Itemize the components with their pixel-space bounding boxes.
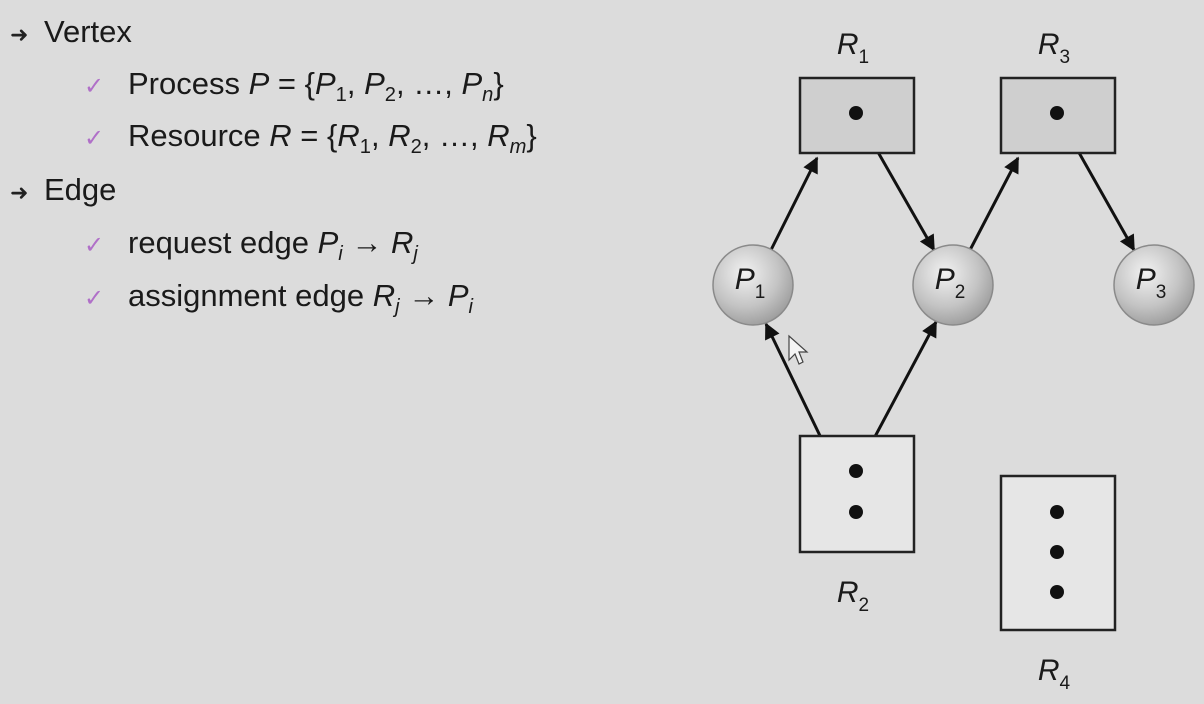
bullet-vertex: ➜Vertex — [10, 14, 132, 49]
bullet-assignment-edge: ✓assignment edge Rj → Pi — [84, 278, 473, 319]
resource-instance-dot — [1050, 505, 1064, 519]
resource-label: R4 — [1038, 654, 1071, 694]
mouse-pointer-icon — [788, 334, 809, 365]
arrow-bullet-icon: ➜ — [10, 22, 29, 47]
resource-instance-dot — [849, 464, 863, 478]
checkmark-icon: ✓ — [84, 232, 105, 259]
bullet-edge: ➜Edge — [10, 172, 117, 207]
resource-box — [798, 434, 916, 554]
resource-box — [999, 76, 1117, 155]
bullet-resource-set: ✓Resource R = {R1, R2, …, Rm} — [84, 118, 537, 159]
process-p3: P3 — [1113, 244, 1195, 326]
process-node — [712, 244, 794, 326]
process-node — [1113, 244, 1195, 326]
request-edge-p1-r1 — [769, 156, 819, 251]
resource-label: R3 — [1038, 28, 1070, 68]
resource-instance-dot — [1050, 585, 1064, 599]
checkmark-icon: ✓ — [84, 125, 105, 152]
bullet-process-set: ✓Process P = {P1, P2, …, Pn} — [84, 66, 504, 107]
process-p1: P1 — [712, 244, 794, 326]
resource-r2: R2 — [798, 434, 916, 616]
arrow-bullet-icon: ➜ — [10, 180, 29, 205]
request-edge-p2-r3 — [968, 156, 1020, 251]
resource-label: R2 — [837, 576, 869, 616]
process-p2: P2 — [912, 244, 994, 326]
resource-instance-dot — [1050, 545, 1064, 559]
checkmark-icon: ✓ — [84, 285, 105, 312]
resource-instance-dot — [849, 106, 863, 120]
resource-instance-dot — [849, 505, 863, 519]
checkmark-icon: ✓ — [84, 73, 105, 100]
resource-r3: R3 — [999, 28, 1117, 155]
resource-label: R1 — [837, 28, 869, 68]
resource-r1: R1 — [798, 28, 916, 155]
process-node — [912, 244, 994, 326]
resource-instance-dot — [1050, 106, 1064, 120]
resource-r4: R4 — [999, 474, 1117, 694]
bullet-request-edge: ✓request edge Pi → Rj — [84, 225, 418, 266]
